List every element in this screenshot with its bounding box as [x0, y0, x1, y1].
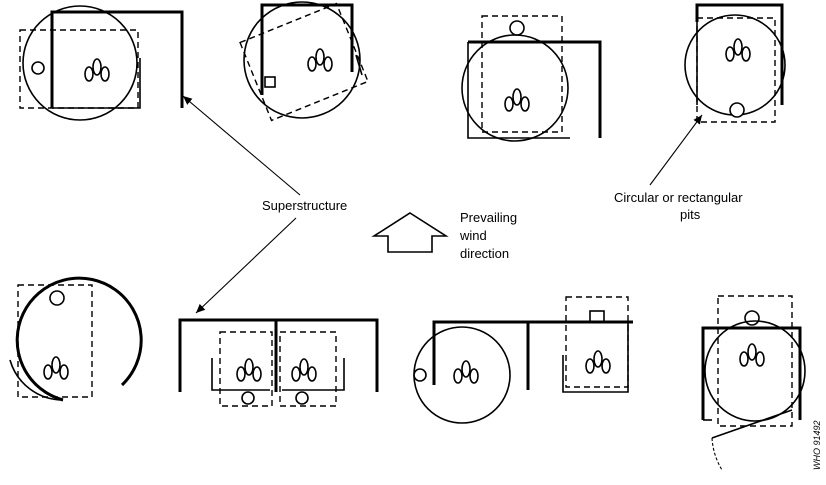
footrest-icon: [236, 358, 262, 382]
vent-pipe-icon: [413, 368, 427, 382]
vent-pipe-icon: [49, 290, 65, 306]
layout-top-1: [19, 5, 184, 121]
footrest-icon: [585, 350, 611, 374]
layout-top-2: [239, 1, 369, 122]
footrest-icon: [739, 343, 765, 367]
superstructure-arrow-down: [195, 217, 297, 314]
footrest-icon: [725, 38, 751, 62]
footrest-icon: [291, 358, 317, 382]
footrest-icon: [307, 48, 333, 72]
figure-credit: WHO 91492: [812, 420, 822, 470]
wind-label-line-3: direction: [460, 246, 509, 261]
pits-arrow: [649, 114, 703, 186]
layout-bottom-2: [178, 318, 379, 407]
vent-pipe-icon: [241, 391, 255, 405]
superstructure-label: Superstructure: [262, 198, 347, 213]
footrest-icon: [84, 58, 110, 82]
footrest-icon: [43, 356, 69, 380]
footrest-icon: [453, 360, 479, 384]
vent-pipe-icon: [509, 20, 525, 36]
layout-bottom-1: [9, 276, 143, 402]
layout-top-4: [684, 3, 786, 123]
vent-pipe-icon: [744, 310, 760, 326]
wind-label-line-1: Prevailing: [460, 210, 517, 225]
vent-pipe-icon: [31, 61, 45, 75]
layout-bottom-3: [413, 296, 633, 424]
vent-pipe-icon: [295, 391, 309, 405]
pits-label-line-1: Circular or rectangular: [614, 190, 743, 205]
wind-label-line-2: wind: [459, 228, 487, 243]
wind-direction-arrow-icon: [371, 212, 449, 253]
vent-pipe-icon: [729, 102, 745, 118]
footrest-icon: [504, 88, 530, 112]
layout-top-3: [461, 15, 602, 142]
pits-label-line-2: pits: [680, 207, 701, 222]
superstructure-arrow-up: [182, 95, 301, 196]
layout-bottom-4: [701, 295, 806, 471]
